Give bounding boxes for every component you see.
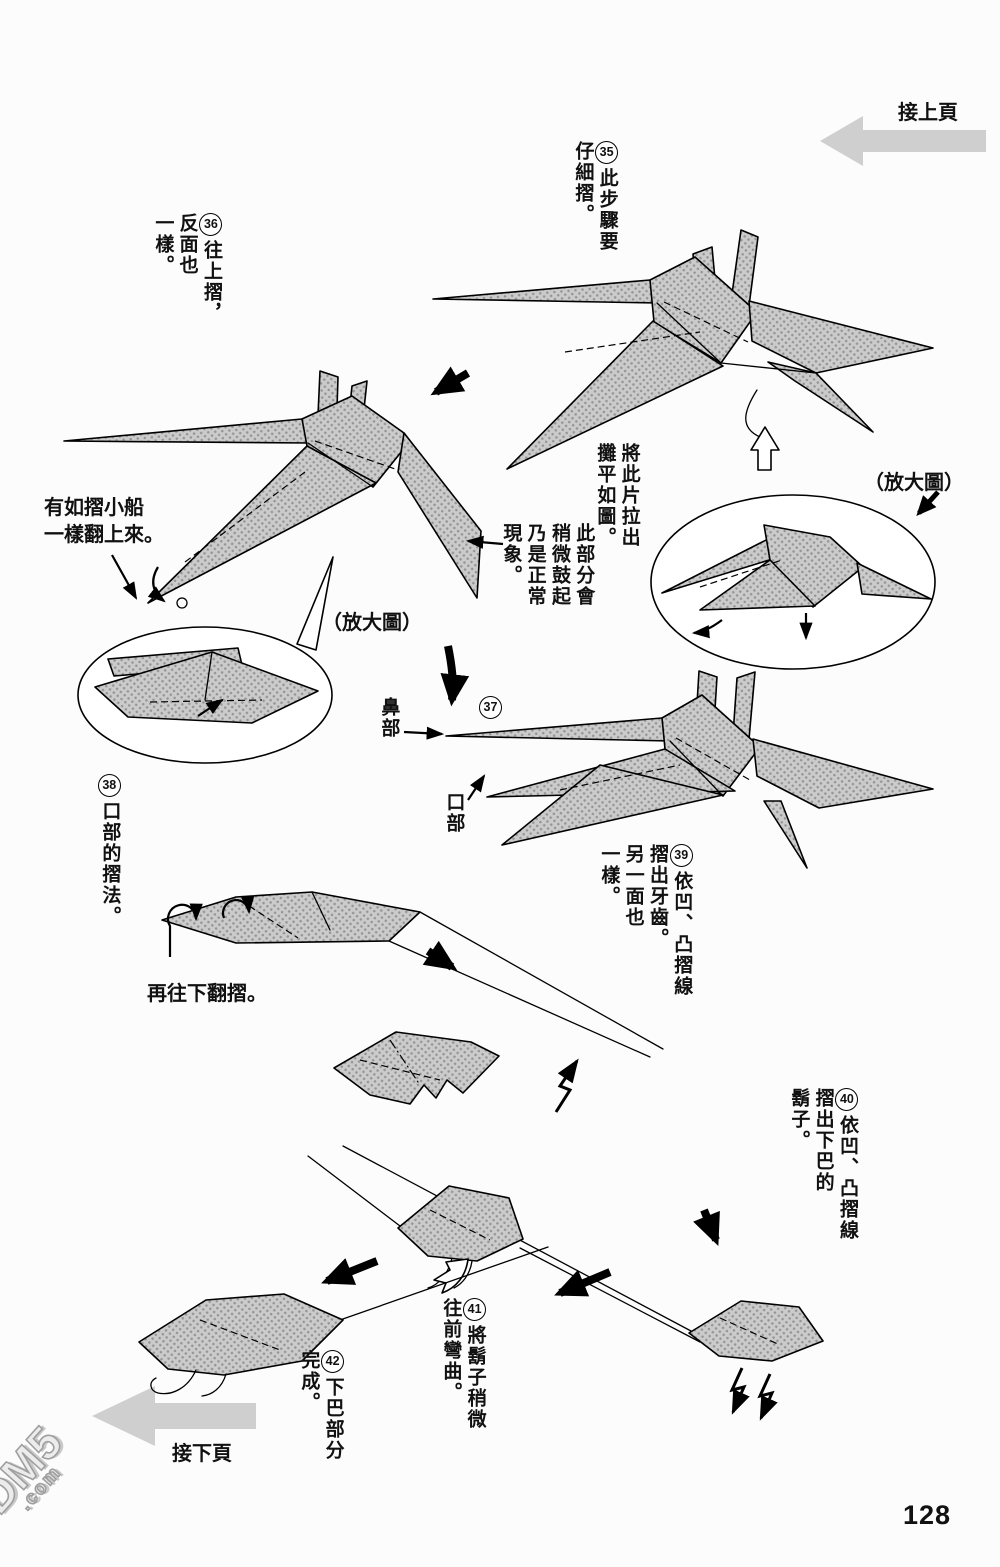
origami-figure-step42: [138, 1246, 549, 1397]
curl-arrow-2: [221, 896, 255, 919]
curl-arrow-1: [166, 903, 203, 957]
enlarged-right-pointer-arrow: [916, 490, 940, 516]
step-35-note: 35此步驟要 仔細摺。: [570, 141, 619, 291]
lightning-arrow-chin-2: [757, 1373, 778, 1421]
label-nose: 鼻部: [378, 697, 400, 739]
step-39-badge: 39: [669, 844, 693, 867]
label-mouth: 口部: [443, 792, 465, 834]
note-boat: 有如摺小船 一樣翻上來。: [44, 497, 164, 546]
lightning-arrow-teeth: [554, 1058, 579, 1113]
origami-figure-step37: [445, 670, 934, 869]
step-42-note: 42下巴部分 完成。: [296, 1350, 345, 1485]
step-36-text: 往上摺， 反面也 一樣。: [152, 213, 222, 324]
next-page-arrow: [92, 1386, 256, 1446]
origami-figure-step35: [432, 229, 934, 470]
step-38-note: 38 口部的摺法。: [97, 774, 121, 949]
nose-pointer-arrow: [403, 726, 445, 740]
enlarged-view-right: [650, 494, 936, 670]
page-number: 128: [903, 1500, 952, 1530]
arrow-to-step42: [321, 1257, 379, 1285]
step-38-text: 口部的摺法。: [99, 801, 121, 927]
step-40-note: 40依凹、凸摺線 摺出下巴的 鬍子。: [786, 1088, 859, 1268]
arrow-step35-to-step36: [430, 366, 471, 396]
prev-page-label: 接上頁: [898, 102, 958, 124]
note-bulge: 此部分會 稍微鼓起 乃是正常 現象。: [500, 523, 595, 607]
step-37-badge-wrap: 37: [479, 696, 502, 723]
step-36-badge: 36: [199, 213, 223, 236]
step-40-text: 依凹、凸摺線 摺出下巴的 鬍子。: [788, 1088, 858, 1241]
enlarged-view-left: [77, 556, 334, 764]
step-35-badge: 35: [595, 141, 619, 164]
enlarged-view-label-right: （放大圖）: [864, 472, 964, 494]
lightning-arrow-chin-1: [729, 1367, 750, 1415]
enlarged-view-label-left: （放大圖）: [322, 612, 422, 634]
arrow-step38-to-step39: [422, 940, 458, 971]
origami-figure-step38: [161, 891, 664, 1058]
step-41-note: 41將鬍子稍微 往前彎曲。: [438, 1298, 487, 1448]
step-39-note: 39依凹、凸摺線 摺出牙齒。 另一面也 一樣。: [596, 844, 693, 1024]
next-page-label: 接下頁: [172, 1443, 232, 1465]
origami-figure-step36: [63, 370, 482, 609]
note-pull-out: 將此片拉出 攤平如圖。: [594, 443, 640, 548]
step-42-badge: 42: [321, 1350, 345, 1373]
origami-figure-step39: [333, 1031, 579, 1113]
enlarged-left-callout-spike: [296, 556, 334, 651]
big-down-arrow: [440, 645, 470, 707]
arrow-to-step40: [693, 1208, 720, 1246]
curl-arrow-tail: [147, 566, 166, 603]
step-36-note: 36往上摺， 反面也 一樣。: [150, 213, 223, 368]
step-37-badge: 37: [479, 696, 502, 719]
bulge-pointer-arrow: [465, 535, 504, 549]
origami-figure-step41: [307, 1155, 524, 1294]
mouth-pointer-arrow: [467, 774, 486, 801]
boat-note-arrow: [111, 554, 138, 600]
note-fold-down: 再往下翻摺。: [147, 983, 267, 1005]
step-35-text: 此步驟要 仔細摺。: [572, 141, 618, 252]
step-39-text: 依凹、凸摺線 摺出牙齒。 另一面也 一樣。: [598, 844, 693, 997]
step-42-text: 下巴部分 完成。: [298, 1350, 344, 1461]
pull-up-hollow-arrow: [750, 426, 780, 471]
step-38-badge: 38: [97, 774, 121, 797]
prev-page-arrow: [820, 116, 986, 166]
step-41-badge: 41: [463, 1298, 487, 1321]
step-41-text: 將鬍子稍微 往前彎曲。: [440, 1298, 486, 1430]
hollow-curve-arrow: [433, 1258, 469, 1294]
arrow-to-step41: [554, 1268, 612, 1297]
step-40-badge: 40: [835, 1088, 859, 1111]
